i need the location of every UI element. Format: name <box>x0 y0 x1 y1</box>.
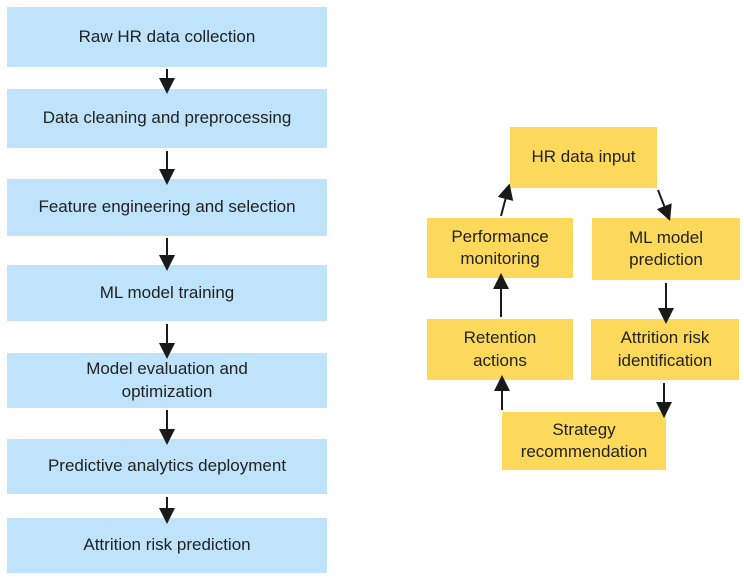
flow-step-label: Model evaluation and optimization <box>86 359 248 401</box>
flow-step-model-evaluation-optimization: Model evaluation and optimization <box>7 353 327 408</box>
cycle-node-label: Retention actions <box>463 328 537 370</box>
cycle-node-label: Attrition risk identification <box>617 328 713 370</box>
flow-step-label: Data cleaning and preprocessing <box>42 108 292 128</box>
cycle-node-label: Performance monitoring <box>451 226 549 268</box>
flow-step-label: Attrition risk prediction <box>83 535 251 555</box>
flow-step-attrition-risk-prediction: Attrition risk prediction <box>7 518 327 573</box>
flow-step-predictive-analytics-deployment: Predictive analytics deployment <box>7 439 327 494</box>
flow-step-label: ML model training <box>99 282 235 302</box>
cycle-node-attrition-risk-identification: Attrition risk identification <box>591 319 739 380</box>
flow-step-feature-engineering-selection: Feature engineering and selection <box>7 179 327 236</box>
cycle-node-performance-monitoring: Performance monitoring <box>427 218 573 278</box>
cycle-node-ml-model-prediction: ML model prediction <box>592 218 740 280</box>
cycle-node-strategy-recommendation: Strategy recommendation <box>502 412 666 470</box>
flow-step-ml-model-training: ML model training <box>7 265 327 321</box>
cycle-arrow-hr-to-ml-icon <box>656 189 672 222</box>
flow-step-label: Raw HR data collection <box>78 26 256 46</box>
flow-step-data-cleaning-preprocessing: Data cleaning and preprocessing <box>7 89 327 148</box>
cycle-node-retention-actions: Retention actions <box>427 319 573 380</box>
flow-step-raw-hr-data-collection: Raw HR data collection <box>7 7 327 67</box>
cycle-node-hr-data-input: HR data input <box>510 127 657 188</box>
cycle-node-label: Strategy recommendation <box>520 419 648 461</box>
cycle-node-label: HR data input <box>531 147 636 167</box>
cycle-node-label: ML model prediction <box>628 227 703 269</box>
flow-step-label: Feature engineering and selection <box>38 197 296 217</box>
cycle-arrow-performance-to-hr-icon <box>497 183 514 217</box>
flow-step-label: Predictive analytics deployment <box>47 456 287 476</box>
